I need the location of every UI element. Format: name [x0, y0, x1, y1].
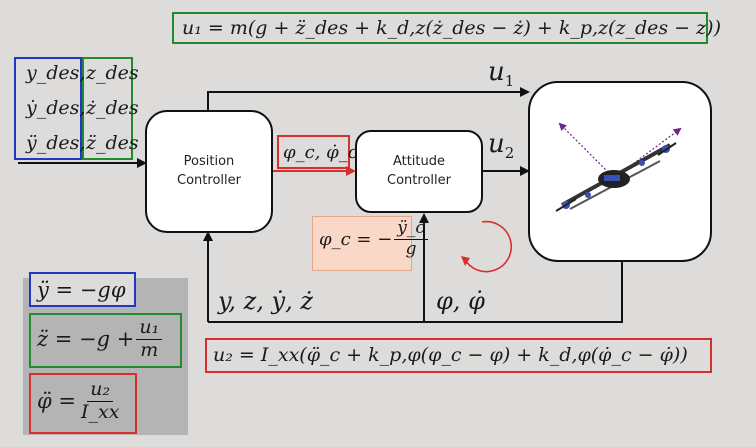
rotation-arc-head [461, 256, 470, 266]
z-dot-des: ż_des [86, 97, 139, 119]
phi-dynamics-frame: φ̈ = u₂ I_xx [29, 373, 137, 434]
quadrotor-icon [555, 122, 682, 212]
phi-dynamics-num: u₂ [87, 378, 114, 402]
position-controller-line1: Position [183, 153, 235, 169]
y-desired-frame [14, 57, 82, 160]
u2-equation: u₂ = I_xx(φ̈_c + k_p,φ(φ_c − φ) + k_d,φ(… [213, 344, 688, 366]
attitude-controller-line2: Controller [387, 172, 451, 188]
z-dynamics-den: m [140, 338, 159, 361]
z-ddot-des: z̈_des [86, 132, 139, 154]
y-dynamics-frame: ÿ = −gφ [29, 272, 136, 307]
u2-equation-frame: u₂ = I_xx(φ̈_c + k_p,φ(φ_c − φ) + k_d,φ(… [205, 338, 712, 373]
z-dynamics-frame: z̈ = −g + u₁ m [29, 313, 182, 368]
y-dynamics-eq: ÿ = −gφ [37, 278, 126, 302]
y-ddot-des: ÿ_des, [26, 132, 86, 154]
attitude-controller-line1: Attitude [392, 153, 446, 169]
position-controller-line2: Controller [177, 172, 241, 188]
feedback-line [208, 262, 623, 323]
phi-c-formula-den: g [405, 238, 417, 259]
z-desired-frame [82, 57, 133, 160]
attitude-controller-block: Attitude Controller [355, 130, 483, 213]
phi-c-formula-num: ÿ_c [394, 218, 428, 240]
rotation-arc [463, 220, 513, 273]
phi-dynamics-lhs: φ̈ = [37, 389, 76, 414]
y-dot-des: ẏ_des, [26, 97, 86, 119]
phi-c-label: φ_c, φ̇_c [283, 142, 358, 163]
phi-c-frame: φ_c, φ̇_c [277, 135, 358, 169]
position-feedback-label: y, z, ẏ, ż [218, 287, 313, 315]
phi-c-formula-lhs: φ_c = − [319, 228, 393, 250]
phi-c-formula: φ_c = − ÿ_c g [312, 216, 428, 271]
y-des: y_des, [26, 62, 86, 84]
quadrotor-block [528, 81, 712, 262]
z-dynamics-num: u₁ [136, 316, 163, 340]
attitude-feedback-label: φ, φ̇ [436, 287, 485, 315]
z-dynamics-lhs: z̈ = −g + [37, 327, 135, 352]
u1-equation-frame: u₁ = m(g + z̈_des + k_d,z(ż_des − ż) + k… [172, 12, 721, 44]
u1-arrow [207, 87, 530, 110]
u2-label: u2 [488, 129, 515, 163]
u1-equation: u₁ = m(g + z̈_des + k_d,z(ż_des − ż) + k… [182, 17, 721, 39]
position-controller-block: Position Controller [145, 110, 273, 233]
u1-label: u1 [488, 57, 515, 91]
z-des: z_des [86, 62, 139, 84]
phi-dynamics-den: I_xx [80, 400, 120, 423]
